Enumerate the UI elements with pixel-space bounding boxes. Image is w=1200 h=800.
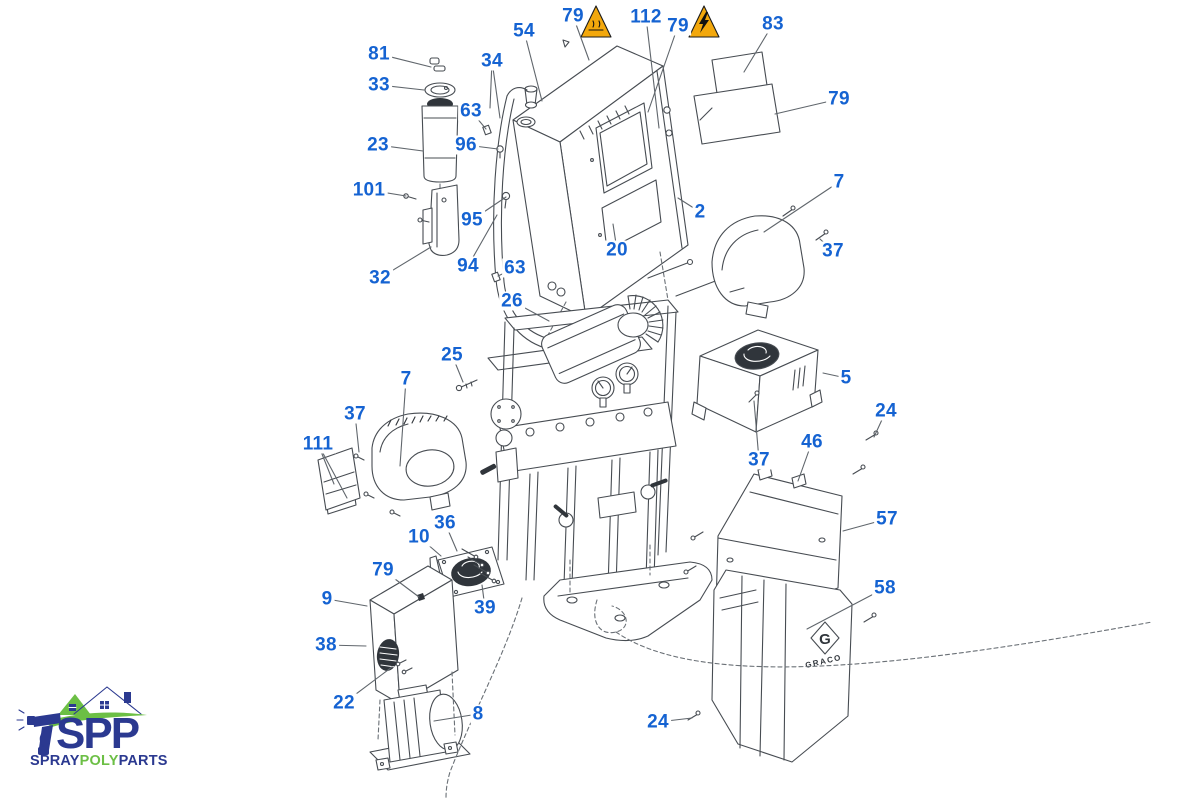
leader-line-63 — [497, 267, 516, 277]
leader-line-34 — [491, 60, 501, 119]
leader-line-25 — [451, 354, 464, 383]
base-plate — [543, 544, 713, 642]
spp-house-icon — [44, 686, 147, 727]
leader-line-24 — [657, 717, 693, 723]
leader-line-79 — [647, 25, 679, 113]
leader-line-37 — [819, 238, 834, 252]
spp-logo: SPP SPRAYPOLYPARTS — [16, 686, 168, 769]
lubricant-bottle — [421, 57, 459, 233]
leader-line-9 — [326, 598, 368, 607]
wordmark-poly: POLY — [80, 753, 119, 769]
leader-line-46 — [797, 441, 813, 482]
leader-line-54 — [523, 30, 543, 102]
leader-line-58 — [806, 587, 886, 630]
electric-shock-warning-icon — [688, 5, 720, 38]
spp-logo-text: SPP — [56, 709, 139, 758]
wordmark-spray: SPRAY — [30, 753, 80, 769]
wordmark-parts: PARTS — [119, 753, 168, 769]
leader-line-79 — [774, 98, 840, 115]
leader-line-79 — [572, 15, 590, 61]
leader-line-81 — [378, 53, 432, 68]
spray-gun-icon — [16, 709, 61, 755]
front-cover: G GRACO — [687, 569, 877, 763]
leader-line-38 — [325, 644, 367, 647]
cable-routing-curves — [445, 597, 1153, 799]
leader-line-94 — [467, 214, 498, 267]
leader-line-101 — [368, 189, 407, 197]
leader-line-23 — [377, 144, 424, 152]
leader-line-33 — [378, 84, 425, 91]
leader-line-7 — [763, 181, 840, 233]
leader-line-24 — [873, 410, 887, 438]
motor-fins — [617, 294, 664, 343]
transformer — [369, 671, 471, 771]
shroud-vent-strip — [387, 415, 448, 427]
leader-line-63 — [470, 110, 487, 130]
leader-line-36 — [444, 522, 458, 552]
console-vent-slots — [579, 105, 630, 140]
manifold-fittings — [525, 407, 653, 437]
leader-line-34 — [489, 60, 493, 109]
pressure-gauges — [591, 362, 639, 408]
fluid-hoses — [525, 449, 659, 589]
bottle-bracket — [403, 184, 460, 256]
leader-line-5 — [822, 372, 847, 379]
leader-line-37 — [354, 413, 360, 453]
left-shroud — [353, 412, 467, 517]
leader-line-10 — [418, 536, 442, 557]
fan-screws — [461, 548, 497, 584]
leader-line-37 — [753, 400, 760, 461]
graco-g: G — [819, 631, 831, 648]
label-sheets — [317, 447, 361, 515]
motor-pump-assembly — [480, 294, 677, 589]
control-console — [512, 39, 689, 336]
fan-cover — [691, 329, 823, 433]
leader-line-57 — [842, 518, 888, 532]
right-shroud — [711, 205, 829, 319]
hot-surface-warning-icon — [580, 5, 612, 38]
leader-line-112 — [645, 16, 660, 129]
leader-line-32 — [379, 246, 432, 279]
spp-wordmark: SPRAYPOLYPARTS — [30, 753, 168, 769]
leader-line-96 — [465, 144, 499, 150]
leader-line-7 — [399, 378, 407, 467]
warning-label-sheets — [693, 51, 781, 145]
